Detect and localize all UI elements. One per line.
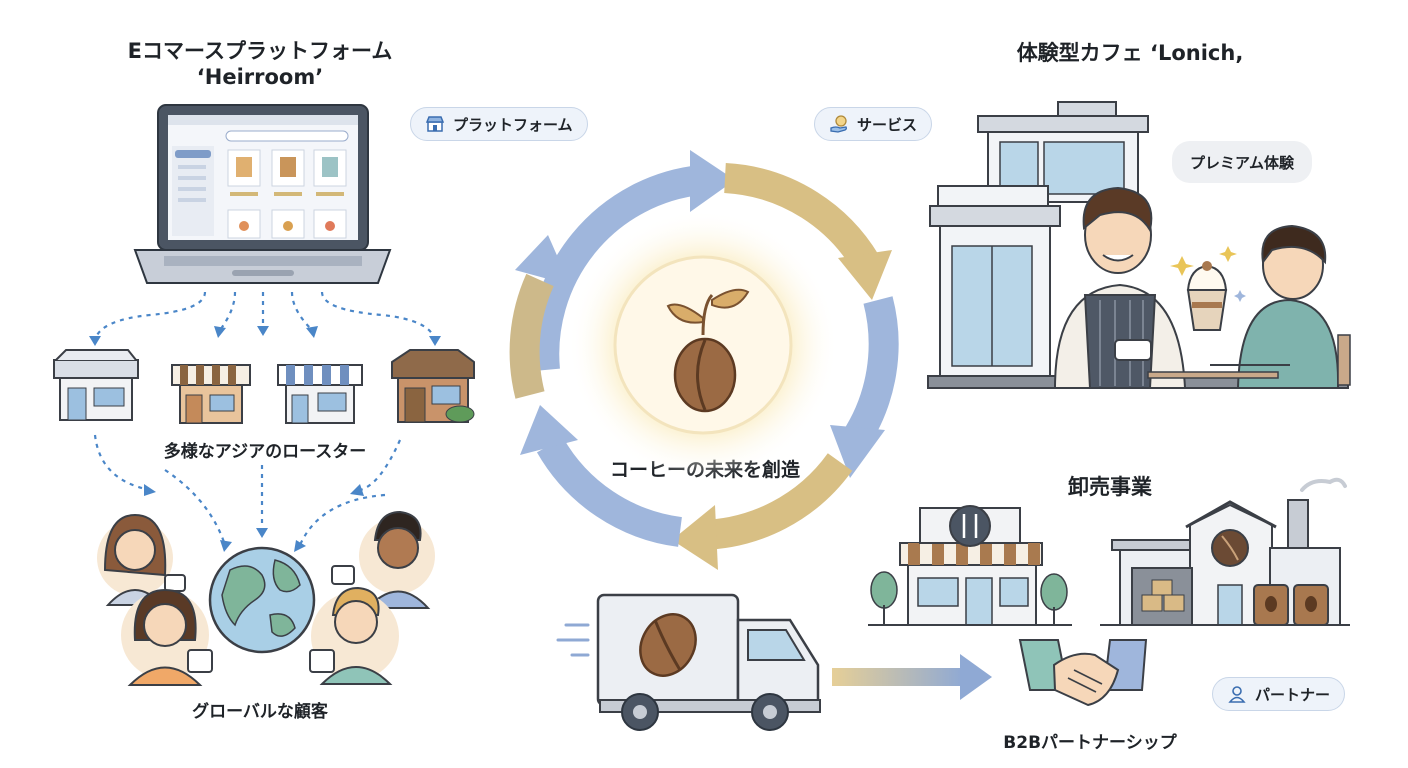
service-pill-label: サービス [857, 115, 918, 134]
cycle-arrowhead-1 [690, 150, 735, 212]
ecommerce-title-line1: Eコマースプラットフォーム [127, 39, 393, 63]
cycle-arrows [509, 150, 899, 570]
cycle-arrowhead-4 [672, 505, 718, 570]
truck-icon [556, 593, 821, 731]
ecommerce-title: Eコマースプラットフォーム ‘Heirroom’ [90, 38, 430, 91]
restaurant-building [868, 505, 1072, 626]
customer-avatar-4 [309, 586, 399, 685]
premium-bubble-label: プレミアム体験 [1190, 153, 1294, 172]
barista [1053, 186, 1187, 389]
cycle-arrowhead-6 [515, 235, 570, 285]
store-icon [425, 114, 445, 134]
cafe-title: 体験型カフェ ‘Lonich, [1016, 41, 1244, 65]
laptop-icon [133, 104, 392, 284]
customer-avatar-1 [97, 513, 186, 606]
cafe-customer [1147, 224, 1351, 389]
laptop-product-grid [227, 149, 347, 239]
store-icon-4 [391, 349, 475, 423]
hand-coin-icon [829, 114, 849, 134]
customer-avatar-3 [331, 510, 435, 609]
handshake-icon [1018, 639, 1148, 707]
store-icon-3 [277, 364, 363, 424]
service-pill: サービス [814, 107, 933, 141]
coffee-bean-icon [673, 337, 737, 413]
flow-arrow [832, 654, 992, 700]
partner-pill-label: パートナー [1255, 685, 1331, 704]
partnership-label: B2Bパートナーシップ [1003, 733, 1177, 753]
customer-avatar-2 [121, 588, 213, 686]
cycle-arrowhead-2 [838, 250, 892, 300]
roasters-label: 多様なアジアのロースター [163, 442, 367, 462]
premium-drink [1170, 246, 1246, 331]
platform-pill-label: プラットフォーム [453, 115, 573, 134]
factory-icon [1100, 477, 1350, 626]
cycle-arrowhead-5 [520, 405, 578, 455]
platform-pill: プラットフォーム [410, 107, 588, 141]
globe-icon [208, 546, 316, 654]
store-icon-1 [53, 349, 139, 421]
ecommerce-title-line2: ‘Heirroom’ [196, 65, 324, 90]
sprout-icon [666, 288, 750, 336]
premium-bubble: プレミアム体験 [1172, 141, 1312, 183]
wholesale-title: 卸売事業 [1068, 475, 1152, 499]
distribution-arrows [93, 291, 437, 341]
store-icon-2 [171, 364, 251, 424]
customers-label: グローバルな顧客 [192, 702, 328, 722]
user-icon [1227, 684, 1247, 704]
cycle-arrowhead-3 [830, 425, 885, 478]
partner-pill: パートナー [1212, 677, 1346, 711]
